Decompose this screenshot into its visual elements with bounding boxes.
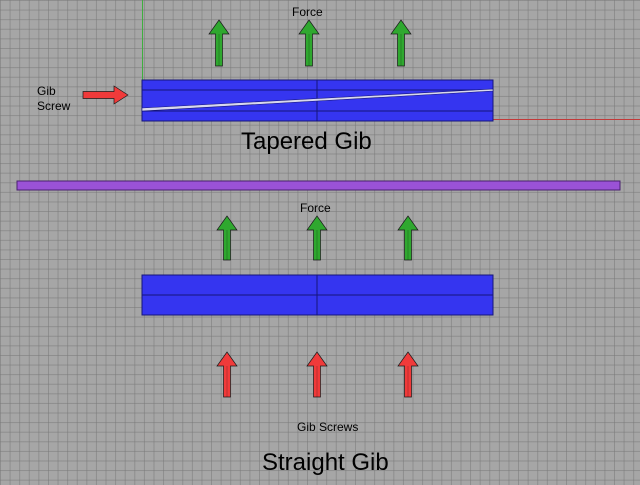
- tapered-gib-title: Tapered Gib: [241, 128, 372, 155]
- gib-screw-arrow-icon: [82, 85, 129, 105]
- gib-screw-label-line2: Screw: [37, 99, 71, 113]
- force-arrow-icon: [216, 215, 238, 261]
- slide-bar: [16, 180, 621, 191]
- force-arrow-icon: [298, 19, 320, 67]
- force-arrow-icon: [306, 215, 328, 261]
- gib-screw-arrow-icon: [397, 351, 419, 398]
- gib-screw-arrow-icon: [216, 351, 238, 398]
- gib-screw-label-line1: Gib: [37, 84, 56, 98]
- straight-force-label: Force: [300, 201, 331, 215]
- tapered-force-label: Force: [292, 5, 323, 19]
- straight-gib-block: [141, 274, 494, 316]
- force-arrow-icon: [397, 215, 419, 261]
- force-arrow-icon: [390, 19, 412, 67]
- straight-gib-title: Straight Gib: [262, 449, 389, 476]
- gib-screw-arrow-icon: [306, 351, 328, 398]
- tapered-gib-block: [141, 79, 494, 122]
- force-arrow-icon: [208, 19, 230, 67]
- gib-screws-label: Gib Screws: [297, 420, 359, 434]
- tapered-gib-wedge: [141, 88, 494, 112]
